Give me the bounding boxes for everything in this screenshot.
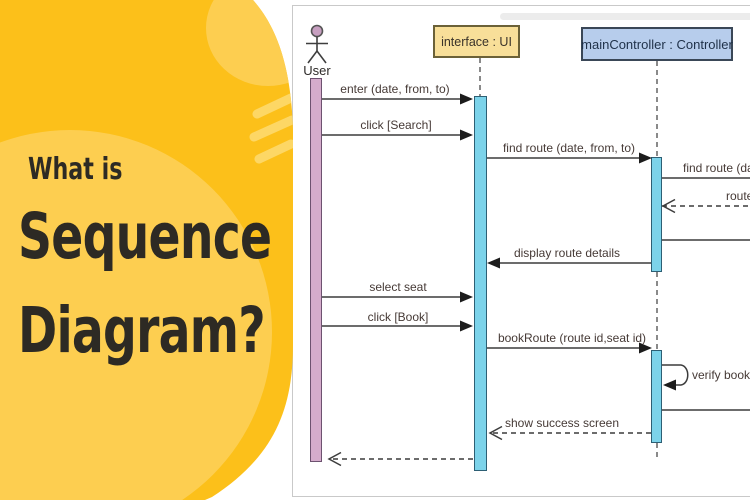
actor-label: User [303, 63, 331, 78]
lifeline-box-label: mainController : Controller [581, 36, 733, 52]
lifeline-box-interface-ui: interface : UI [433, 25, 520, 58]
title-sequence: Sequence [18, 200, 272, 273]
lifeline-box-label: interface : UI [441, 34, 512, 49]
message-label-select-seat: select seat [369, 280, 427, 294]
message-label-route-return: route [726, 189, 750, 203]
message-label-show-success: show success screen [504, 416, 620, 430]
bulb-screw-stripes-icon [249, 93, 293, 164]
message-label-find-route-db: find route (dat [683, 161, 750, 175]
title-what-is: What is [28, 152, 123, 187]
diagram-card [292, 5, 750, 497]
title-diagram: Diagram? [18, 294, 266, 367]
message-label-click-search: click [Search] [360, 118, 432, 132]
message-label-bookroute: bookRoute (route id,seat id) [497, 331, 647, 345]
message-label-click-book: click [Book] [367, 310, 429, 324]
bulb-neck-icon [206, 0, 293, 86]
lifeline-box-maincontroller: mainController : Controller [581, 27, 733, 61]
message-label-enter: enter (date, from, to) [340, 82, 450, 96]
background-strip [500, 13, 750, 20]
message-label-display-route: display route details [513, 246, 621, 260]
activation-bar-controller-2 [651, 350, 662, 443]
activation-bar-controller-1 [651, 157, 662, 272]
message-label-verify-booking: verify bookin [692, 368, 750, 382]
activation-bar-ui [474, 96, 487, 471]
activation-bar-user [310, 78, 322, 462]
message-label-find-route: find route (date, from, to) [502, 141, 636, 155]
